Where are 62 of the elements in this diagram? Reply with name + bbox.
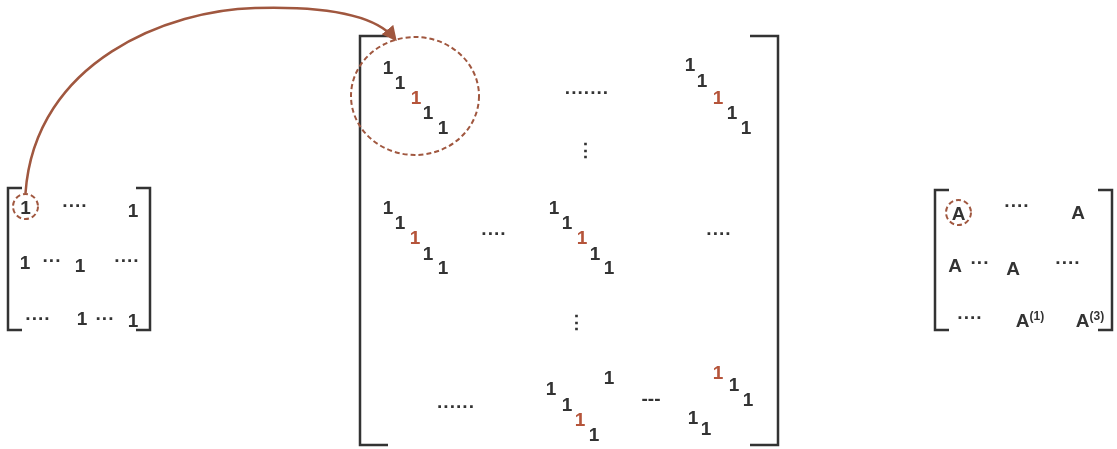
matrix-entry: ···	[95, 308, 115, 328]
matrix-entry: 1	[742, 389, 754, 409]
matrix-entry: 1	[382, 197, 394, 217]
matrix-entry: A	[948, 255, 962, 275]
matrix-entry: ····	[1055, 252, 1081, 272]
matrix-entry: A$^{(1)}$	[1015, 310, 1045, 330]
matrix-entry: 1	[687, 407, 699, 427]
matrix-entry: 1	[589, 243, 601, 263]
matrix-entry: 1	[437, 117, 449, 137]
matrix-entry: 1	[20, 197, 31, 216]
matrix-entry: ···	[970, 252, 990, 272]
matrix-entry: 1	[382, 57, 394, 77]
matrix-entry: 1	[74, 255, 86, 275]
matrix-entry: 1	[422, 243, 434, 263]
matrix-entry: 1	[576, 227, 588, 247]
matrix-entry: ····	[25, 308, 51, 328]
matrix-entry: 1	[409, 227, 421, 247]
matrix-entry: 1	[696, 70, 708, 90]
matrix-entry: 1	[574, 409, 586, 429]
matrix-entry: 1	[394, 212, 406, 232]
matrix-entry: 1	[394, 72, 406, 92]
matrix-entry: 1	[548, 197, 560, 217]
dashed-highlight-circle	[350, 36, 480, 156]
matrix-entry: ---	[641, 388, 661, 408]
matrix-entry: 1	[19, 252, 31, 272]
matrix-entry: ···	[42, 250, 62, 270]
matrix-entry: 1	[726, 102, 738, 122]
matrix-entry: 1	[603, 257, 615, 277]
matrix-entry: ⋮	[575, 140, 595, 160]
matrix-entry: 1	[410, 87, 422, 107]
dashed-highlight-circle	[945, 199, 972, 226]
matrix-entry: A	[1006, 258, 1020, 278]
matrix-entry: 1	[127, 310, 139, 330]
matrix-entry: 1	[437, 257, 449, 277]
matrix-entry: 1	[127, 200, 139, 220]
matrix-entry: ⋮	[566, 312, 586, 332]
matrix-entry: 1	[728, 374, 740, 394]
matrix-entry: 1	[588, 424, 600, 444]
matrix-entry: 1	[700, 418, 712, 438]
matrix-entry: 1	[712, 87, 724, 107]
matrix-entry: A$^{(3)}$	[1075, 310, 1105, 330]
matrix-entry: ····	[114, 250, 140, 270]
matrix-entry: ····	[62, 195, 88, 215]
matrix-entry: 1	[545, 378, 557, 398]
matrix-entry: ······	[437, 396, 475, 416]
matrix-entry: 1	[603, 367, 615, 387]
matrix-entry: 1	[740, 117, 752, 137]
matrix-entry: 1	[712, 362, 724, 382]
matrix-entry: A	[951, 203, 966, 222]
matrix-entry: ····	[481, 223, 507, 243]
matrix-entry: 1	[684, 54, 696, 74]
matrix-entry: A	[1071, 202, 1085, 222]
dashed-highlight-circle	[12, 193, 39, 220]
matrix-entry: ·······	[564, 82, 610, 102]
curved-arrow	[24, 6, 397, 194]
matrix-entry: 1	[561, 212, 573, 232]
matrix-entry: ····	[1004, 195, 1030, 215]
matrix-entry: ····	[706, 223, 732, 243]
matrix-entry: ····	[957, 307, 983, 327]
matrix-entry: 1	[422, 102, 434, 122]
matrix-entry: 1	[76, 308, 88, 328]
matrix-entry: 1	[561, 394, 573, 414]
